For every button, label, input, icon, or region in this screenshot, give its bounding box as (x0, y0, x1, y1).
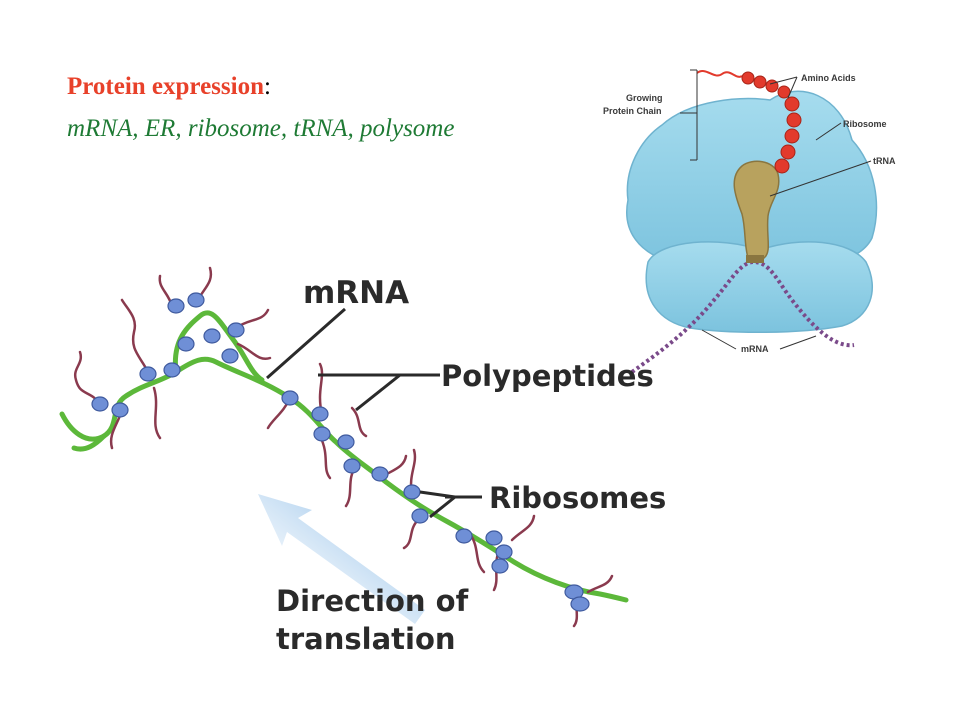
label-growing-line1: Growing (626, 93, 663, 103)
label-growing-line2: Protein Chain (603, 106, 662, 116)
label-amino-acids: Amino Acids (801, 73, 856, 83)
growing-chain-bracket (680, 69, 698, 161)
amino-acid-tail (696, 70, 743, 78)
slide-title: Protein expression: (67, 73, 271, 101)
label-ribosome: Ribosome (843, 119, 887, 129)
mrna-strand (630, 259, 855, 374)
title-colon: : (264, 73, 271, 100)
slide-subtitle: mRNA, ER, ribosome, tRNA, polysome (67, 115, 455, 142)
title-topic: Protein expression (67, 73, 264, 100)
trna-anticodon (746, 255, 764, 263)
label-trna: tRNA (873, 156, 896, 166)
trna-shape (733, 160, 780, 259)
label-mrna: mRNA (303, 275, 409, 311)
label-polypeptides: Polypeptides (441, 359, 654, 393)
direction-arrow (258, 494, 425, 624)
ribosome-beads (91, 292, 590, 612)
label-ribosomes: Ribosomes (489, 481, 666, 515)
label-mrna-small: mRNA (741, 344, 769, 354)
polypeptide-chains (73, 266, 614, 628)
label-direction-line1: Direction of (276, 584, 469, 618)
label-direction-line2: translation (276, 622, 456, 656)
